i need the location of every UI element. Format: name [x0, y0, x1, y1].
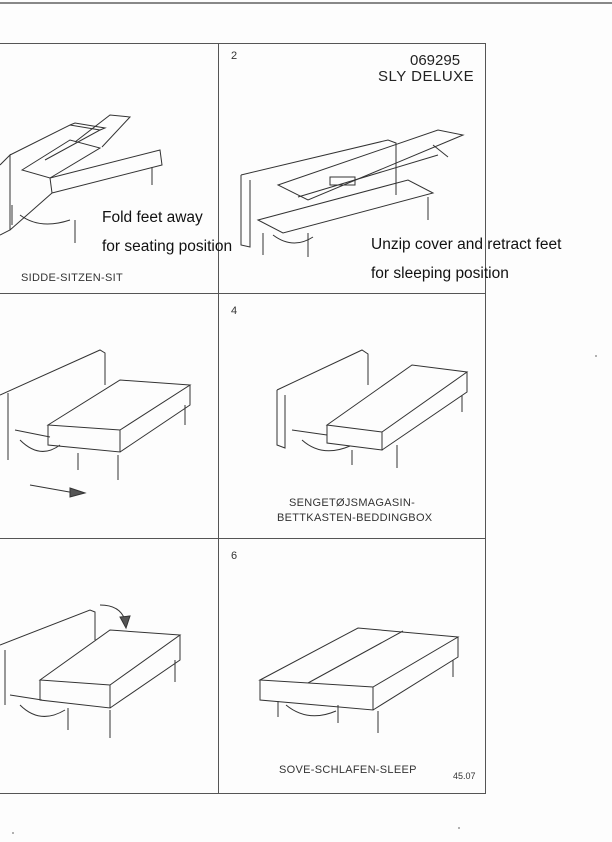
row-divider-1 [0, 293, 486, 294]
scan-speck [458, 827, 460, 829]
top-scan-line [0, 2, 612, 4]
frame-mid-divider [218, 43, 219, 793]
frame-right-line [485, 43, 486, 793]
step4-caption-line2: BETTKASTEN-BEDDINGBOX [277, 512, 433, 524]
step1-caption: SIDDE-SITZEN-SIT [21, 272, 123, 284]
step4-caption-line1: SENGETØJSMAGASIN- [289, 497, 416, 509]
product-code: 069295 [410, 52, 461, 69]
sofa-sitting-illustration [0, 114, 163, 243]
sofa-unzip-illustration [240, 129, 465, 257]
frame-top-line [0, 43, 486, 44]
scan-speck [595, 355, 597, 357]
product-model: SLY DELUXE [378, 68, 475, 85]
step-number-6: 6 [231, 550, 238, 562]
sofa-pullout-illustration [0, 349, 192, 498]
version-number: 45.07 [453, 771, 476, 781]
step2-note-line2: for sleeping position [371, 265, 509, 282]
step2-note-line1: Unzip cover and retract feet [371, 236, 562, 253]
sofa-foldback-illustration [0, 604, 182, 738]
sofa-sleep-illustration [258, 627, 460, 733]
step1-note-line2: for seating position [102, 238, 233, 255]
step6-caption: SOVE-SCHLAFEN-SLEEP [279, 764, 417, 776]
sofa-beddingbox-illustration [276, 349, 469, 468]
step1-note-line1: Fold feet away [102, 209, 203, 226]
frame-bottom-line [0, 793, 486, 794]
step-number-4: 4 [231, 305, 238, 317]
step-number-2: 2 [231, 50, 238, 62]
scan-speck [12, 832, 14, 834]
row-divider-2 [0, 538, 486, 539]
